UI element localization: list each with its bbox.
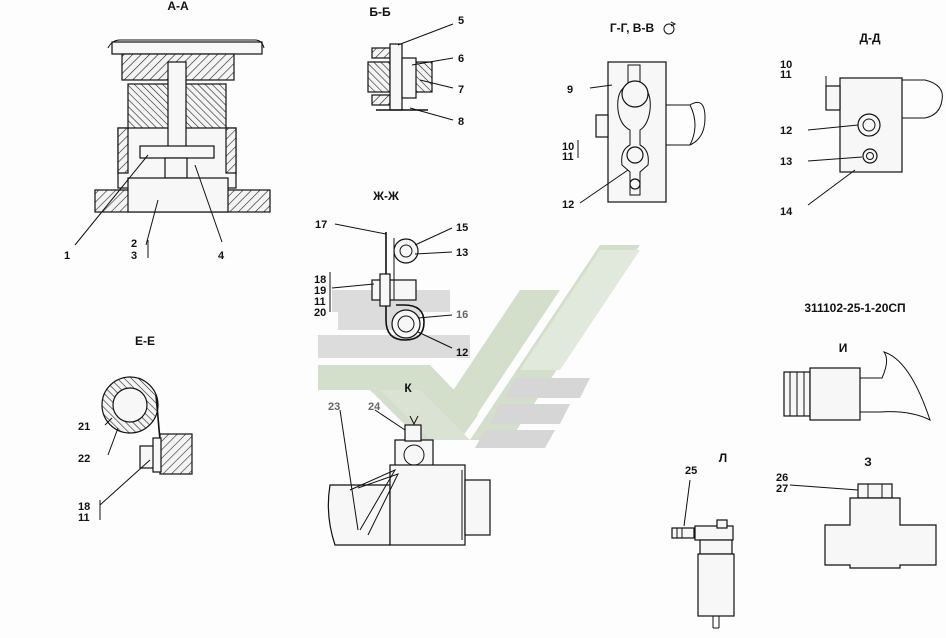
callout-17: 17 bbox=[315, 219, 327, 231]
callout-24: 24 bbox=[368, 401, 381, 413]
view-section-zhzh: Ж-Ж 17 15 13 18 19 11 20 16 12 bbox=[314, 189, 468, 359]
view-k: К 23 24 bbox=[327, 381, 491, 546]
view-section-gg: Г-Г, В-В 9 10 11 12 bbox=[562, 21, 706, 211]
callout-1: 1 bbox=[64, 250, 70, 262]
callout-10: 10 bbox=[562, 141, 574, 153]
callout-4: 4 bbox=[218, 250, 225, 262]
callout-15: 15 bbox=[456, 222, 468, 234]
watermark-logo bbox=[318, 245, 640, 448]
callout-16: 16 bbox=[456, 309, 468, 321]
callout-dd-11: 11 bbox=[780, 69, 792, 81]
callout-22: 22 bbox=[78, 453, 90, 465]
callout-6: 6 bbox=[458, 53, 464, 65]
callout-dd-10: 10 bbox=[780, 59, 792, 71]
top-plate bbox=[111, 41, 263, 55]
z-body bbox=[824, 497, 937, 569]
callout-27: 27 bbox=[776, 483, 788, 495]
callout-12: 12 bbox=[562, 199, 574, 211]
section-title-i: И bbox=[839, 341, 848, 355]
view-section-dd: Д-Д 10 11 12 13 14 bbox=[780, 31, 943, 218]
view-i: И bbox=[783, 341, 931, 421]
callout-26: 26 bbox=[776, 472, 788, 484]
section-title-z: З bbox=[864, 455, 872, 469]
callout-13: 13 bbox=[456, 247, 468, 259]
callout-2: 2 bbox=[131, 238, 137, 250]
section-title-k: К bbox=[404, 381, 412, 395]
callout-11: 11 bbox=[562, 151, 574, 163]
section-title-gg: Г-Г, В-В bbox=[610, 21, 655, 35]
callout-dd-14: 14 bbox=[780, 206, 793, 218]
bb-bolt bbox=[389, 43, 403, 111]
callout-23: 23 bbox=[328, 401, 340, 413]
callout-dd-13: 13 bbox=[780, 156, 792, 168]
view-l: Л 25 bbox=[671, 451, 735, 629]
section-title-zhzh: Ж-Ж bbox=[372, 189, 399, 203]
callout-5: 5 bbox=[458, 15, 464, 27]
l-body bbox=[697, 553, 735, 617]
k-body bbox=[389, 464, 466, 546]
section-title-dd: Д-Д bbox=[859, 31, 881, 45]
section-title-l: Л bbox=[719, 451, 727, 465]
rotate-icon bbox=[663, 21, 677, 35]
callout-21: 21 bbox=[78, 421, 90, 433]
view-z: З 26 27 bbox=[776, 455, 937, 569]
callout-ee-18: 18 bbox=[78, 501, 90, 513]
view-section-aa: А-А 1 2 3 4 bbox=[64, 0, 271, 262]
callout-9: 9 bbox=[567, 84, 573, 96]
section-title-aa: А-А bbox=[167, 0, 189, 13]
callout-8: 8 bbox=[458, 116, 464, 128]
callout-20: 20 bbox=[314, 307, 326, 319]
i-body bbox=[809, 367, 861, 421]
callout-3: 3 bbox=[131, 250, 137, 262]
view-section-ee: Е-Е 21 22 18 11 bbox=[78, 334, 193, 524]
section-title-bb: Б-Б bbox=[369, 5, 391, 19]
view-section-bb: Б-Б 5 6 7 8 bbox=[367, 5, 464, 128]
drawing-code: 311102-25-1-20СП bbox=[804, 301, 905, 315]
callout-ee-11: 11 bbox=[78, 512, 90, 524]
callout-zh-12: 12 bbox=[456, 347, 468, 359]
callout-18: 18 bbox=[314, 274, 326, 286]
callout-19: 19 bbox=[314, 285, 326, 297]
callout-dd-12: 12 bbox=[780, 125, 792, 137]
callout-7: 7 bbox=[458, 84, 464, 96]
section-title-ee: Е-Е bbox=[135, 334, 155, 348]
callout-25: 25 bbox=[685, 465, 697, 477]
callout-zh-11: 11 bbox=[314, 296, 326, 308]
